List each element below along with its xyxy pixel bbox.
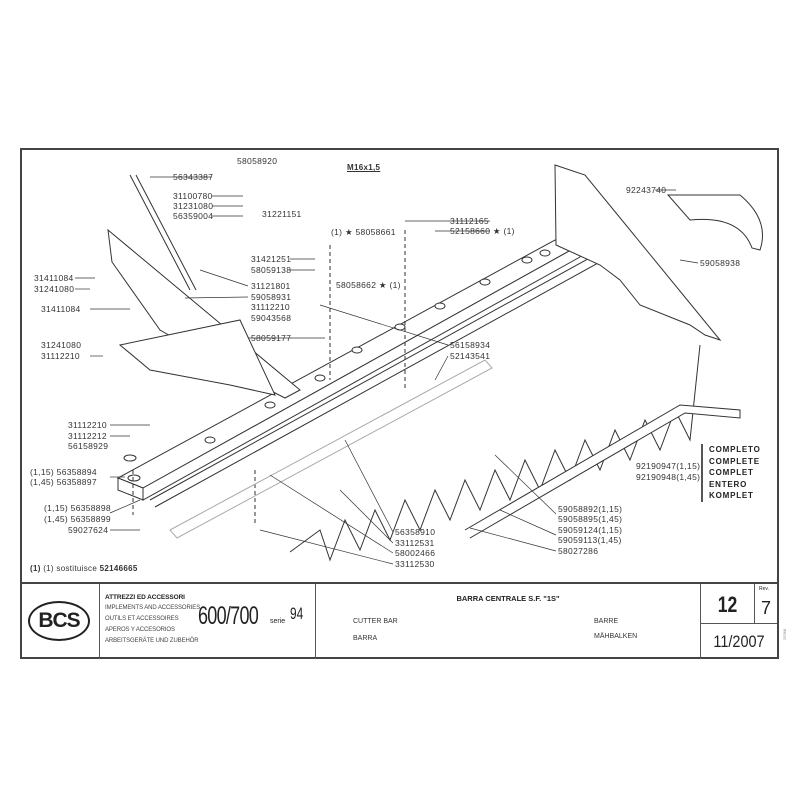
bar-holes xyxy=(123,249,551,482)
complete-de: KOMPLET xyxy=(709,491,754,501)
callout-59043568: 59043568 xyxy=(251,313,292,323)
name-de: MÄHBALKEN xyxy=(594,633,638,640)
callout-92243740: 92243740 xyxy=(626,185,667,195)
callout-thread-spec: M16x1,5 xyxy=(347,163,381,172)
name-fr: BARRE xyxy=(594,618,619,625)
title-block: BCS ATTREZZI ED ACCESSORI IMPLEMENTS AND… xyxy=(20,582,779,661)
callout-59058892: 59058892(1,15) xyxy=(558,504,623,514)
complete-es: ENTERO xyxy=(709,479,748,489)
callout-31112210-c: 31112210 xyxy=(68,420,107,430)
description-cell: BARRA CENTRALE S.F. "1S" CUTTER BAR BARR… xyxy=(316,584,701,659)
drawing-title: BARRA CENTRALE S.F. "1S" xyxy=(456,594,560,603)
callout-58059138: 58059138 xyxy=(251,265,292,275)
callout-59027624: 59027624 xyxy=(68,525,109,535)
table-number-cell: 12 xyxy=(701,584,755,624)
complete-en: COMPLETE xyxy=(709,456,760,466)
callout-56358910: 56358910 xyxy=(395,527,436,537)
category-es: APEROS Y ACCESORIOS xyxy=(105,627,175,633)
bcs-logo: BCS xyxy=(28,601,90,641)
leader-lines xyxy=(75,176,699,565)
name-es: BARRA xyxy=(353,635,378,642)
category-it: ATTREZZI ED ACCESSORI xyxy=(105,594,185,601)
callout-58002466: 58002466 xyxy=(395,548,436,558)
category-de: ARBEITSGERÄTE UND ZUBEHÖR xyxy=(105,638,199,644)
revision-label: Rev. xyxy=(759,586,769,592)
callout-31100780: 31100780 xyxy=(173,191,213,201)
callout-31121801: 31121801 xyxy=(251,281,291,291)
replacement-note: (1) (1) sostituisce 52146665 xyxy=(30,564,138,573)
callout-56358897: (1,45) 56358897 xyxy=(30,477,97,487)
complete-assembly-label: COMPLETO COMPLETE COMPLET ENTERO KOMPLET xyxy=(701,444,761,502)
callout-58058661: (1) ★ 58058661 xyxy=(331,227,396,237)
cutter-bar xyxy=(116,239,601,508)
callout-31112212: 31112212 xyxy=(68,431,107,441)
name-en: CUTTER BAR xyxy=(353,618,398,625)
callout-31231080: 31231080 xyxy=(173,201,214,211)
issue-date: 11/2007 xyxy=(713,632,765,651)
model-number: 600/700 xyxy=(198,602,259,630)
drive-rod xyxy=(464,404,741,539)
complete-fr: COMPLET xyxy=(709,468,754,478)
callout-31112210: 31112210 xyxy=(251,302,290,312)
callout-59058931: 59058931 xyxy=(251,292,292,302)
left-shoe xyxy=(107,174,301,399)
serie-number: 94 xyxy=(290,604,304,623)
callout-58027286: 58027286 xyxy=(558,546,599,556)
callout-31411084-b: 31411084 xyxy=(41,304,81,314)
callout-31112165: 31112165 xyxy=(450,216,489,226)
callout-92190948: 92190948(1,45) xyxy=(636,472,701,482)
callout-56343387: 56343387 xyxy=(173,172,214,182)
callout-58059177: 58059177 xyxy=(251,333,292,343)
callout-31241080-b: 31241080 xyxy=(41,340,82,350)
callout-56158934: 56158934 xyxy=(450,340,491,350)
category-fr: OUTILS ET ACCESSOIRES xyxy=(105,616,179,622)
callout-31221151: 31221151 xyxy=(262,209,302,219)
callout-56358899: (1,45) 56358899 xyxy=(44,514,111,524)
callout-31112210-b: 31112210 xyxy=(41,351,80,361)
category-en: IMPLEMENTS AND ACCESSORIES xyxy=(105,605,201,611)
callout-31421251: 31421251 xyxy=(251,254,292,264)
callout-56358898: (1,15) 56358898 xyxy=(44,503,111,513)
callout-58058662: 58058662 ★ (1) xyxy=(336,280,401,290)
callout-33112531: 33112531 xyxy=(395,538,435,548)
table-number: 12 xyxy=(717,592,738,617)
callout-52143541: 52143541 xyxy=(450,351,491,361)
callout-59058938: 59058938 xyxy=(700,258,741,268)
callout-56158929: 56158929 xyxy=(68,441,109,451)
callout-56358894: (1,15) 56358894 xyxy=(30,467,97,477)
callout-92190947: 92190947(1,15) xyxy=(636,461,701,471)
callout-52158660: 52158660 ★ (1) xyxy=(450,226,515,236)
revision-number: 7 xyxy=(761,598,772,618)
serie-label: serie xyxy=(270,618,286,625)
side-code: 25368 xyxy=(782,628,787,640)
callout-31411084: 31411084 xyxy=(34,273,74,283)
callout-56359004: 56359004 xyxy=(173,211,214,221)
callout-33112530: 33112530 xyxy=(395,559,435,569)
callout-59059124: 59059124(1,15) xyxy=(558,525,623,535)
callout-59058895: 59058895(1,45) xyxy=(558,514,623,524)
drawing-frame xyxy=(20,148,779,659)
callout-31241080: 31241080 xyxy=(34,284,75,294)
note-text: (1) sostituisce xyxy=(43,564,98,573)
logo-cell: BCS xyxy=(20,584,100,659)
wear-strip xyxy=(169,359,493,539)
callout-58058920: 58058920 xyxy=(237,156,278,166)
complete-it: COMPLETO xyxy=(709,445,761,454)
revision-cell: Rev. 7 xyxy=(755,584,777,624)
callout-59059113: 59059113(1,45) xyxy=(558,535,622,545)
category-cell: ATTREZZI ED ACCESSORI IMPLEMENTS AND ACC… xyxy=(100,584,316,659)
note-part-number: 52146665 xyxy=(99,564,138,573)
right-shoe xyxy=(554,164,763,342)
assembly-lines xyxy=(132,230,406,525)
